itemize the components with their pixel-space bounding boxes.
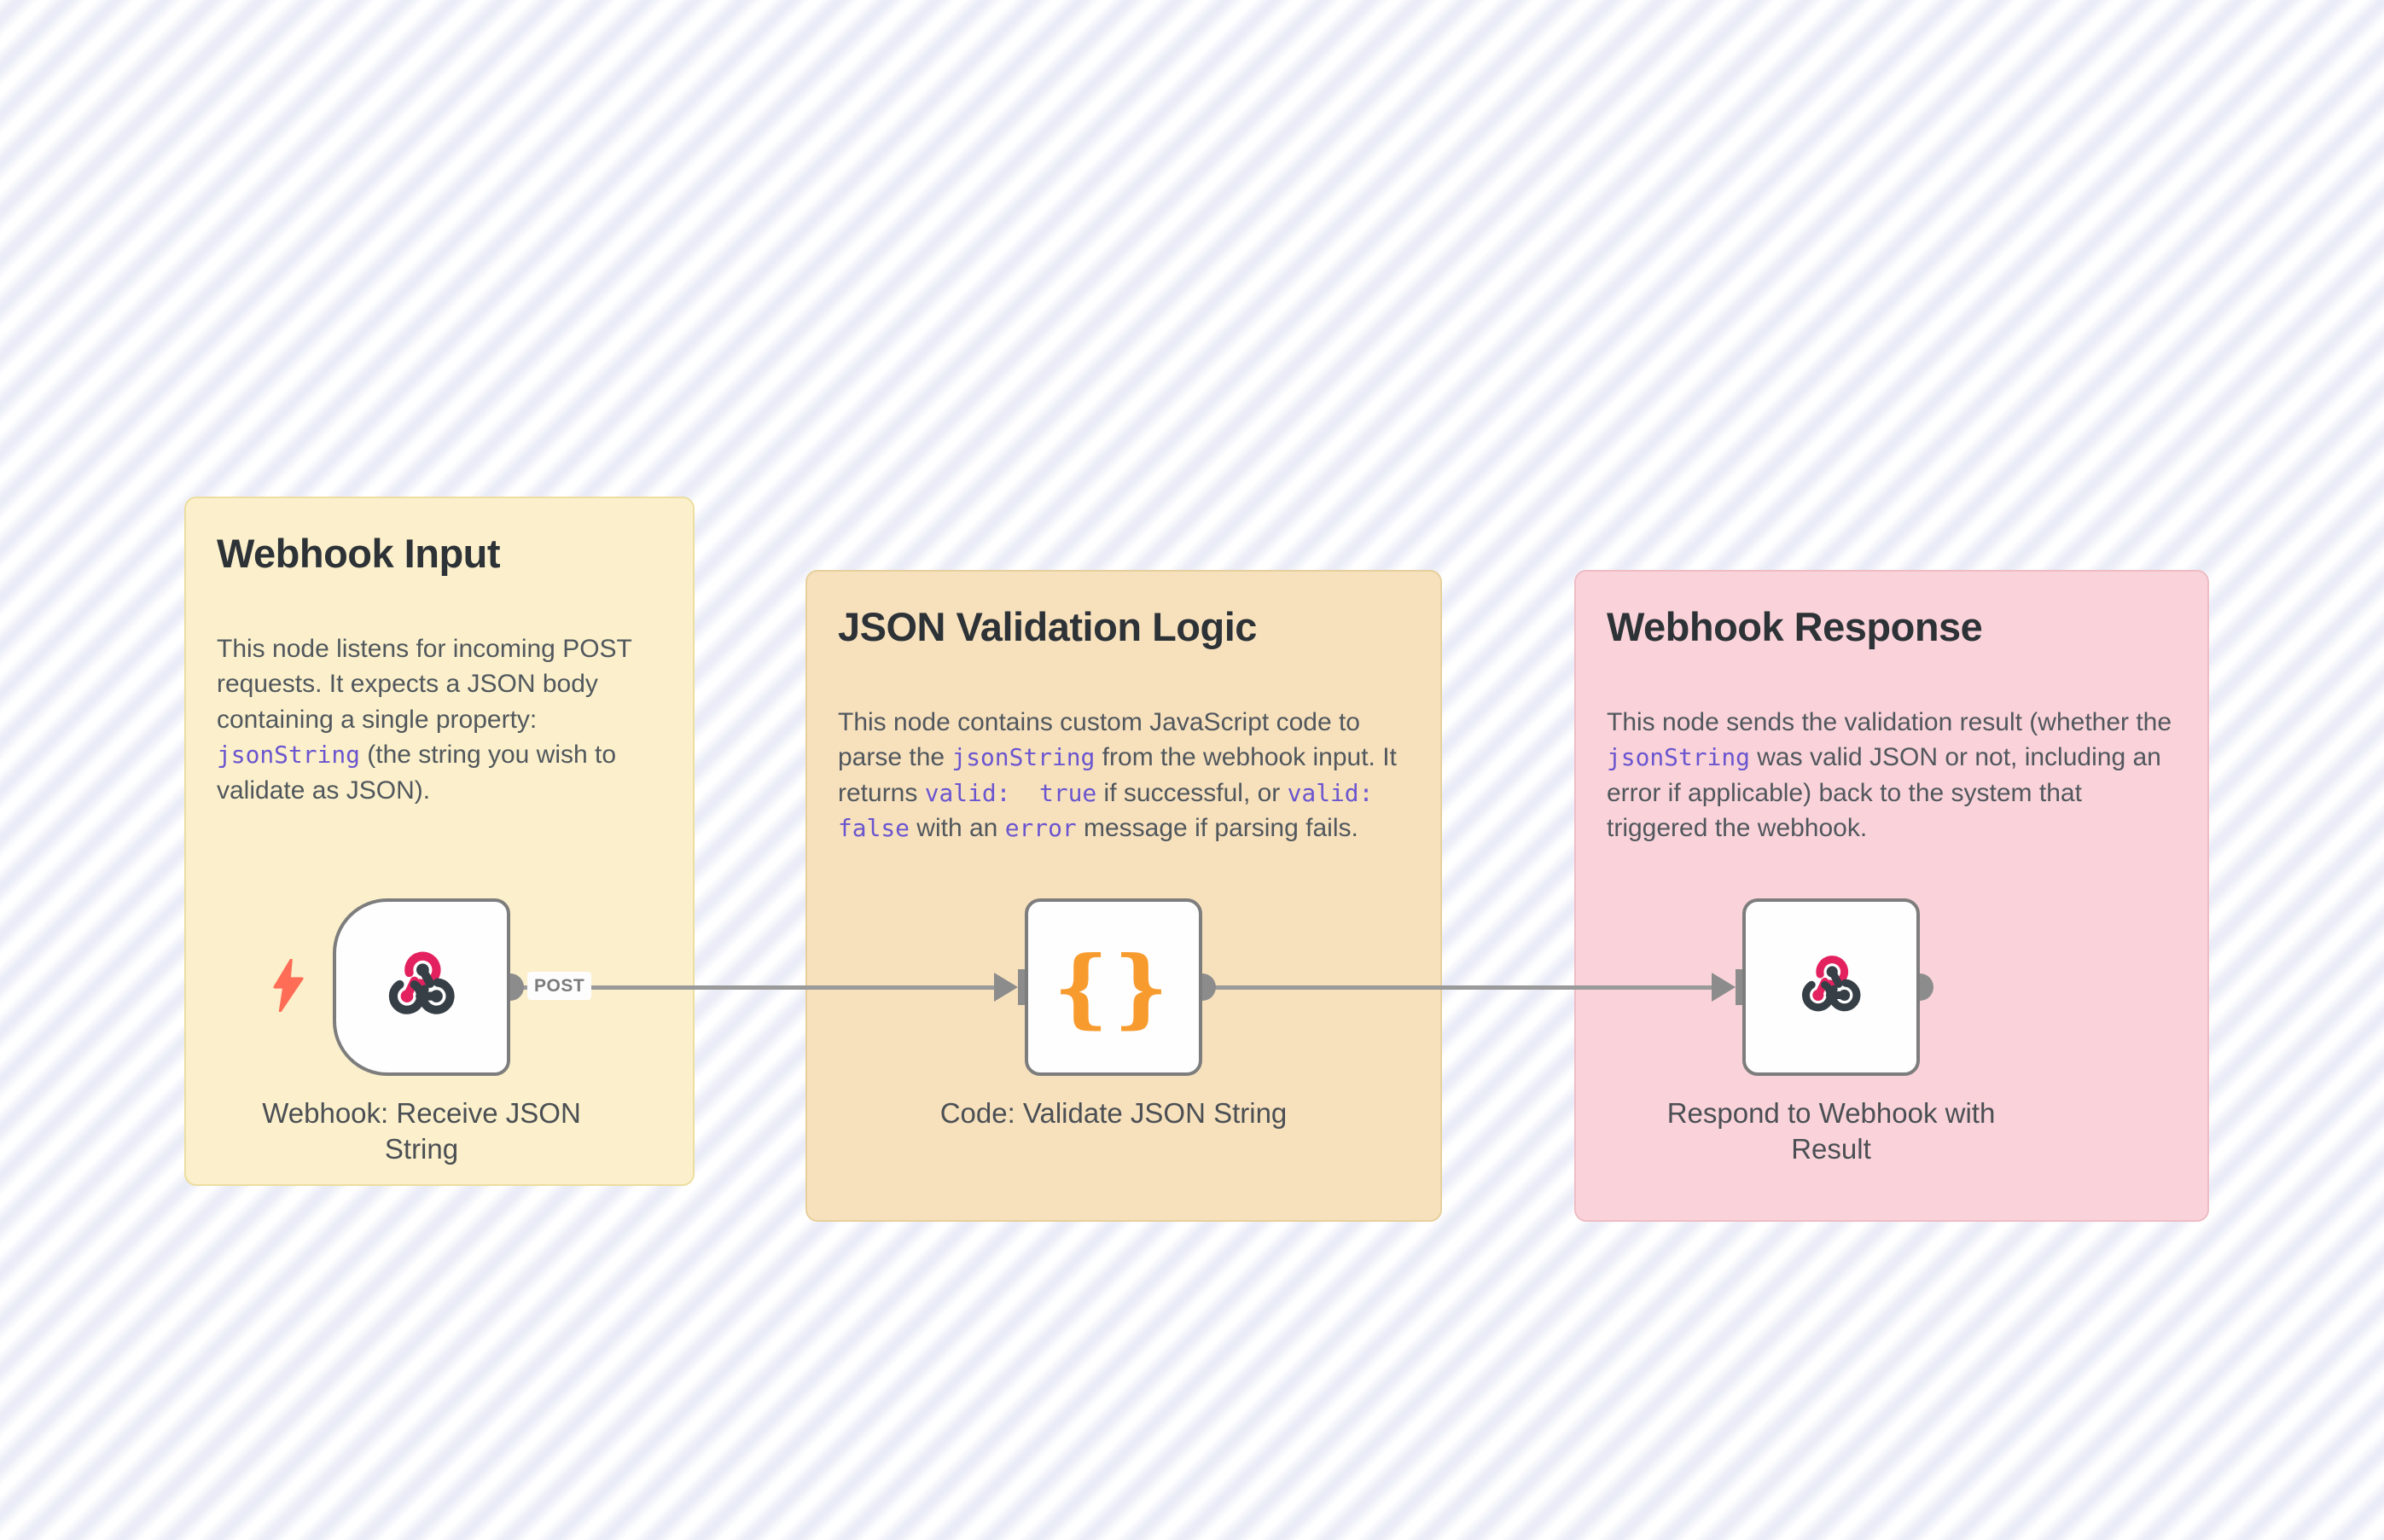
connection-label-post: POST	[527, 972, 592, 1001]
inline-code: jsonString	[217, 741, 360, 770]
node-respond-to-webhook[interactable]	[1742, 898, 1920, 1076]
sticky-note-body: This node contains custom JavaScript cod…	[838, 708, 1397, 843]
input-port-arrow-icon	[994, 973, 1018, 1002]
input-port-arrow-icon	[1712, 973, 1736, 1002]
node-label: Webhook: Receive JSON String	[262, 1097, 581, 1165]
node-label: Code: Validate JSON String	[939, 1097, 1288, 1129]
sticky-note-body: This node listens for incoming POST requ…	[217, 635, 632, 805]
inline-code: valid: false	[838, 778, 1388, 843]
sticky-note-webhook-input[interactable]: Webhook Input This node listens for inco…	[184, 497, 695, 1186]
sticky-note-title: JSON Validation Logic	[838, 604, 1257, 649]
code-braces-icon: {}	[1053, 937, 1174, 1037]
node-label: Respond to Webhook with Result	[1666, 1097, 1996, 1165]
connection-wire-code-to-respond	[1202, 985, 1718, 990]
webhook-icon	[388, 951, 455, 1014]
sticky-note-body: This node sends the validation result (w…	[1607, 708, 2172, 843]
node-code[interactable]: {}	[1025, 898, 1202, 1076]
sticky-note-title: Webhook Input	[217, 531, 501, 576]
webhook-icon	[1801, 956, 1861, 1012]
sticky-note-title: Webhook Response	[1607, 604, 1983, 649]
sticky-note-webhook-response[interactable]: Webhook Response This node sends the val…	[1574, 570, 2209, 1222]
connection-wire-webhook-to-code	[510, 985, 1002, 990]
inline-code: error	[1004, 814, 1077, 843]
inline-code: jsonString	[951, 743, 1096, 772]
sticky-note-json-validation-logic[interactable]: JSON Validation Logic This node contains…	[805, 570, 1442, 1222]
inline-code: jsonString	[1607, 743, 1750, 772]
lightning-bolt-icon	[273, 959, 304, 1012]
node-webhook-trigger[interactable]	[333, 898, 510, 1076]
inline-code: valid: true	[924, 778, 1097, 807]
